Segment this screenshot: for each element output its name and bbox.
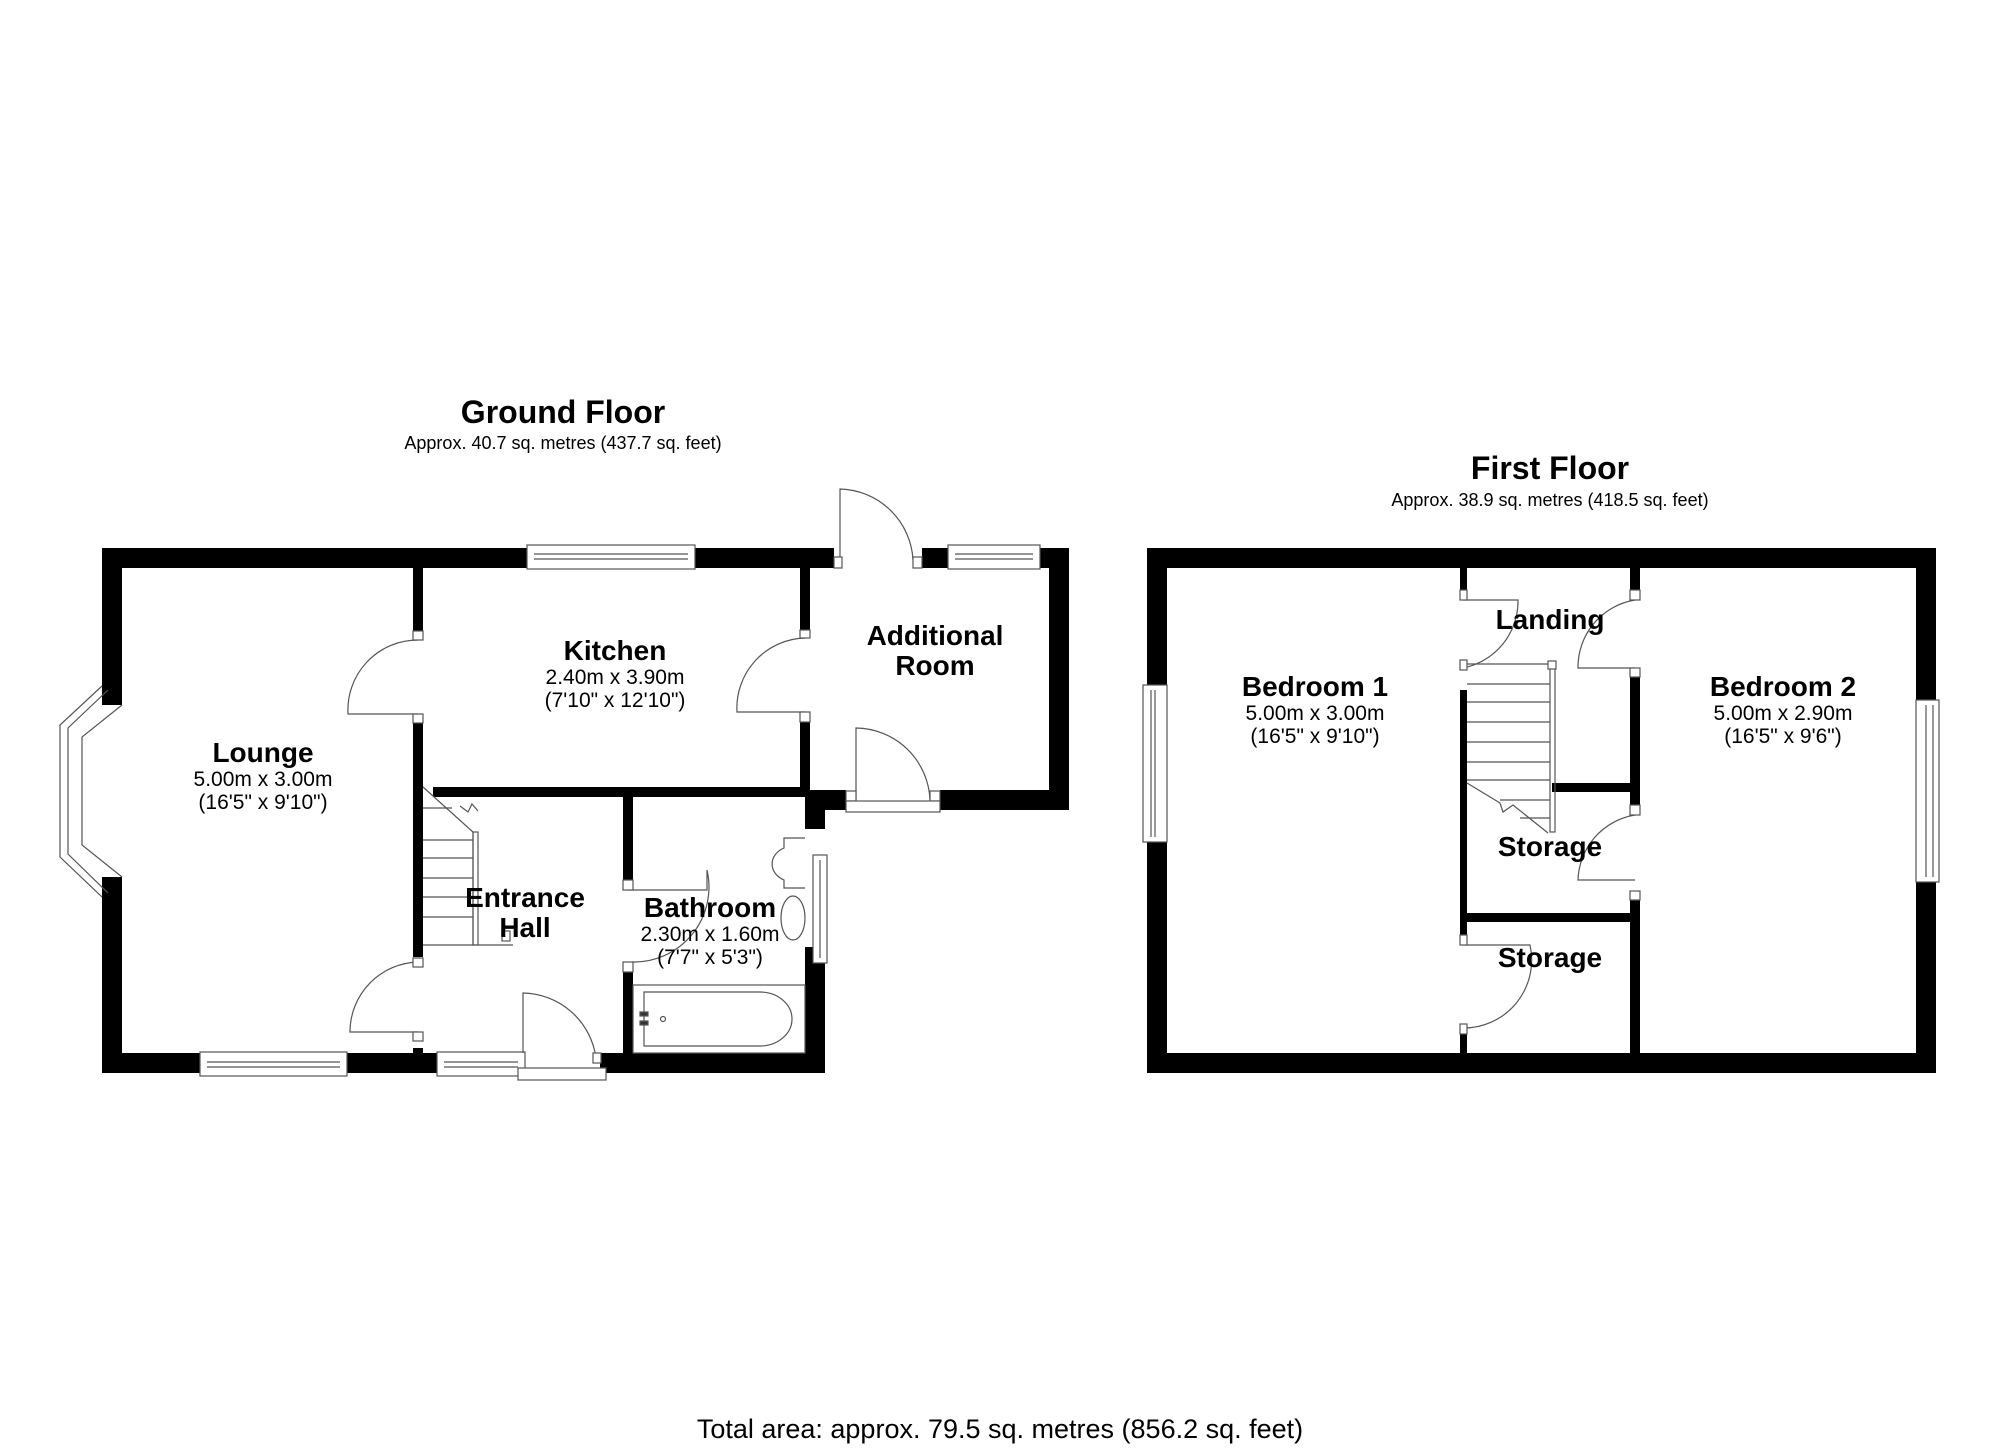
room-name: Lounge xyxy=(212,737,314,768)
bath-tub xyxy=(643,991,793,1047)
room-label-storage-lower: Storage xyxy=(1490,943,1610,973)
first-floor-area: Approx. 38.9 sq. metres (418.5 sq. feet) xyxy=(1391,490,1709,510)
room-dimensions-metric: 2.30m x 1.60m xyxy=(640,923,780,946)
room-dimensions-imperial: (16'5" x 9'6") xyxy=(1724,725,1842,748)
room-name: Storage xyxy=(1497,942,1603,973)
room-name: Landing xyxy=(1495,604,1605,635)
room-label-additional-room: Additional Room xyxy=(835,621,1035,681)
room-name-line2: Room xyxy=(895,650,975,681)
room-name-line1: Entrance xyxy=(465,882,585,913)
room-dimensions-metric: 5.00m x 2.90m xyxy=(1713,702,1853,725)
room-label-storage-upper: Storage xyxy=(1490,832,1610,862)
room-name: Bathroom xyxy=(643,892,777,923)
room-label-landing: Landing xyxy=(1490,605,1610,635)
first-floor-stairs xyxy=(1466,660,1557,834)
room-label-entrance-hall: Entrance Hall xyxy=(425,883,625,943)
room-name: Kitchen xyxy=(563,635,667,666)
room-dimensions-imperial: (7'10" x 12'10") xyxy=(544,689,686,712)
room-label-bedroom-2: Bedroom 2 5.00m x 2.90m (16'5" x 9'6") xyxy=(1683,671,1883,749)
room-dimensions-imperial: (16'5" x 9'10") xyxy=(1250,725,1380,748)
room-name: Bedroom 2 xyxy=(1709,671,1857,702)
hall-window xyxy=(436,1051,526,1077)
room-label-bathroom: Bathroom 2.30m x 1.60m (7'7" x 5'3") xyxy=(620,892,800,970)
room-dimensions-metric: 2.40m x 3.90m xyxy=(545,666,685,689)
room-dimensions-metric: 5.00m x 3.00m xyxy=(193,768,333,791)
ground-floor-stairs xyxy=(422,786,513,946)
toilet xyxy=(771,837,805,889)
first-floor-plan xyxy=(1142,548,1940,1073)
room-dimensions-imperial: (16'5" x 9'10") xyxy=(198,791,328,814)
first-floor-title: First Floor xyxy=(1470,450,1630,486)
room-name-line1: Additional xyxy=(866,620,1004,651)
bedroom2-window xyxy=(1915,699,1940,883)
ground-floor-walls xyxy=(102,548,1069,1073)
kitchen-window xyxy=(526,544,696,570)
total-area-footer: Total area: approx. 79.5 sq. metres (856… xyxy=(696,1414,1304,1444)
lounge-front-window xyxy=(199,1051,348,1077)
room-label-bedroom-1: Bedroom 1 5.00m x 3.00m (16'5" x 9'10") xyxy=(1215,671,1415,749)
bath-outline xyxy=(632,984,806,1054)
lounge-bay-window xyxy=(59,685,103,898)
first-floor-windows xyxy=(1142,684,1940,883)
additional-room-window xyxy=(947,544,1041,570)
ground-floor-plan xyxy=(59,488,1069,1081)
first-floor-walls xyxy=(1147,548,1936,1073)
room-name: Bedroom 1 xyxy=(1241,671,1389,702)
bathroom-fixtures xyxy=(632,837,806,1054)
ground-floor-title: Ground Floor xyxy=(460,394,666,430)
room-label-lounge: Lounge 5.00m x 3.00m (16'5" x 9'10") xyxy=(163,737,363,815)
room-dimensions-imperial: (7'7" x 5'3") xyxy=(657,946,763,969)
ground-floor-windows xyxy=(59,544,1041,1077)
ground-floor-doors xyxy=(347,488,941,1081)
room-name-line2: Hall xyxy=(499,912,551,943)
room-name: Storage xyxy=(1497,831,1603,862)
room-dimensions-metric: 5.00m x 3.00m xyxy=(1245,702,1385,725)
ground-floor-area: Approx. 40.7 sq. metres (437.7 sq. feet) xyxy=(404,433,722,453)
basin xyxy=(780,895,806,941)
room-label-kitchen: Kitchen 2.40m x 3.90m (7'10" x 12'10") xyxy=(515,635,715,713)
